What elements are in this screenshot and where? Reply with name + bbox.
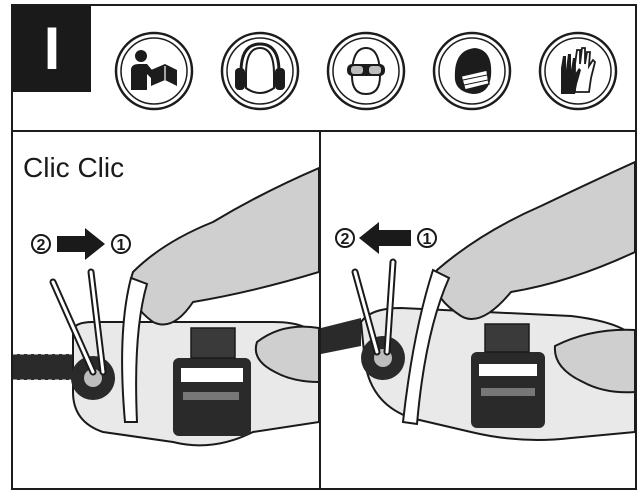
right-illustration-panel: 2 1 <box>321 132 635 488</box>
left-direction-arrow: 2 1 <box>31 228 131 260</box>
right-step-from: 2 <box>341 231 350 248</box>
left-illustration: 2 1 <box>13 166 319 447</box>
ear-protection-icon <box>219 30 301 112</box>
instruction-frame: I <box>11 4 637 490</box>
right-illustration: 2 1 <box>321 160 635 441</box>
right-step-to: 1 <box>423 231 432 248</box>
step-badge: I <box>13 6 91 92</box>
gloves-icon <box>537 30 619 112</box>
read-manual-icon <box>113 30 195 112</box>
eye-protection-icon <box>325 30 407 112</box>
click-caption: Clic Clic <box>23 152 125 183</box>
safety-header: I <box>13 6 635 132</box>
left-step-from: 2 <box>37 237 46 254</box>
left-step-to: 1 <box>117 237 126 254</box>
left-illustration-panel: Clic Clic 2 1 <box>13 132 321 488</box>
dust-mask-icon <box>431 30 513 112</box>
right-direction-arrow: 2 1 <box>335 222 437 254</box>
safety-icons <box>103 10 633 122</box>
